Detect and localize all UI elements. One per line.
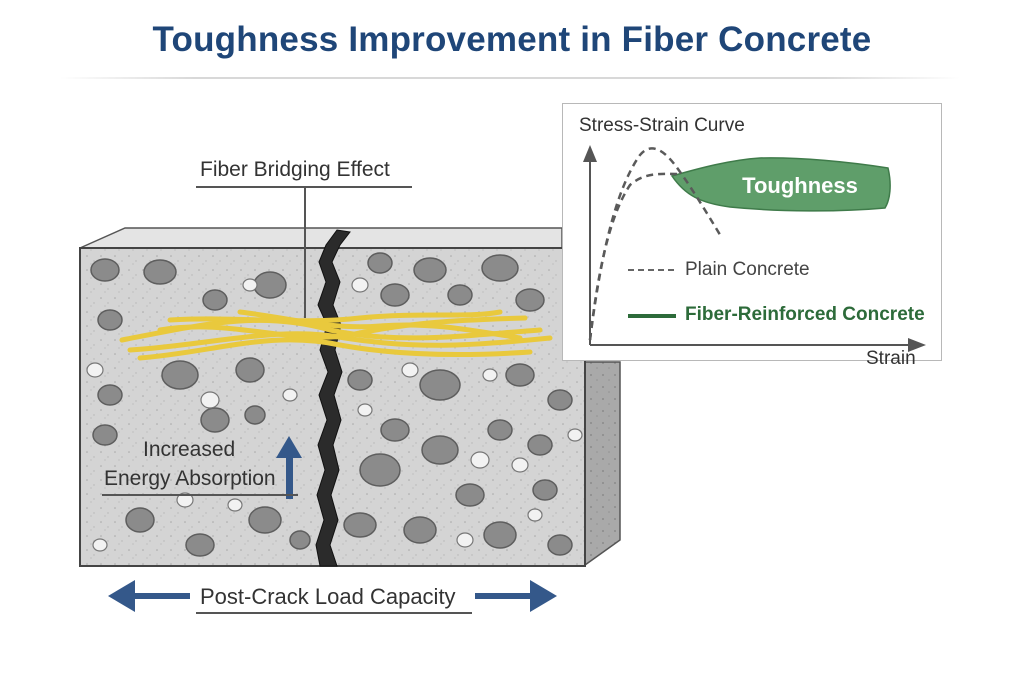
energy-up-arrow-icon	[276, 436, 302, 499]
y-axis-arrow	[583, 145, 597, 162]
light-aggregate-group	[86, 277, 583, 552]
legend-fiber-label: Fiber-Reinforced Concrete	[685, 304, 925, 325]
bridging-underline	[196, 186, 412, 188]
toughness-label: Toughness	[742, 173, 858, 198]
energy-label-line2: Energy Absorption	[104, 467, 276, 490]
toughness-region	[670, 157, 891, 212]
energy-underline	[102, 494, 298, 496]
post-crack-underline	[196, 612, 472, 614]
x-axis-arrow	[908, 338, 926, 352]
right-arrow-icon	[475, 580, 557, 612]
legend-plain-label: Plain Concrete	[685, 259, 810, 280]
energy-label-line1: Increased	[143, 438, 236, 461]
aggregate-group	[90, 252, 573, 557]
fiber-bundle	[119, 309, 553, 361]
title-divider	[60, 77, 960, 79]
page-title: Toughness Improvement in Fiber Concrete	[152, 20, 872, 59]
bridging-label: Fiber Bridging Effect	[200, 158, 390, 181]
inset-x-axis-label: Strain	[866, 348, 916, 369]
post-crack-label: Post-Crack Load Capacity	[200, 584, 456, 609]
inset-chart-title: Stress-Strain Curve	[579, 115, 745, 136]
left-arrow-icon	[108, 580, 190, 612]
fiber-concrete-curve	[588, 172, 681, 341]
stress-strain-inset	[562, 103, 942, 361]
